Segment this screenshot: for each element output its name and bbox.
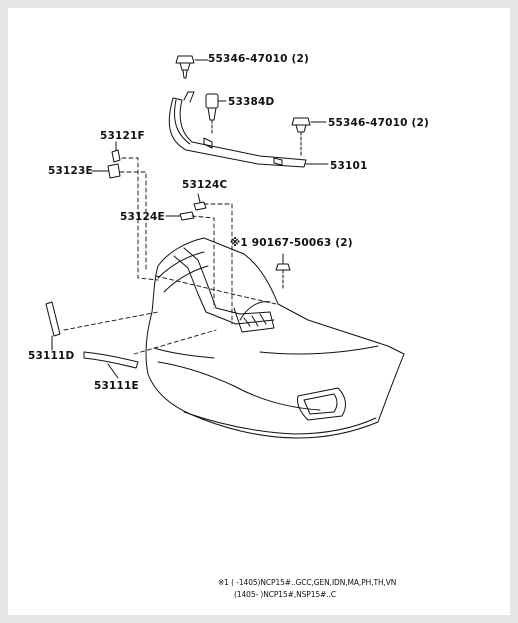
spacer-53124e [165, 211, 195, 221]
pad-53123e [91, 163, 121, 179]
dashed-leaders [63, 157, 277, 355]
label-retainer-right: 55346-47010 (2) [328, 117, 429, 129]
label-clip-53384d: 53384D [228, 96, 275, 108]
label-support-53101: 53101 [330, 160, 368, 172]
seal-53111d [45, 301, 61, 351]
screw-90167 [275, 253, 291, 291]
diagram-sheet: 55346-47010 (2) 53384D 55346-47010 (2) 5… [8, 8, 510, 615]
label-seal-53111e: 53111E [94, 380, 139, 392]
footnote-line-1: ※1 ( -1405)NCP15#..GCC,GEN,IDN,MA,PH,TH,… [218, 578, 397, 587]
upper-support-53101 [168, 91, 329, 168]
label-pad-53123e: 53123E [48, 165, 93, 177]
label-retainer-top: 55346-47010 (2) [208, 53, 309, 65]
front-bumper-cover [145, 237, 405, 439]
label-spacer-53124c: 53124C [182, 179, 228, 191]
seal-53111e [83, 351, 139, 379]
label-spacer-53124e: 53124E [120, 211, 165, 223]
footnote-line-2: (1405- )NCP15#,NSP15#..C [234, 590, 336, 599]
bracket-53121f [111, 141, 121, 163]
label-screw-90167: ※1 90167-50063 (2) [230, 237, 353, 249]
retainer-clip-top [175, 55, 209, 79]
label-bracket-53121f: 53121F [100, 130, 145, 142]
retainer-clip-right [291, 117, 327, 157]
parts-diagram [45, 55, 405, 439]
spacer-53124c [193, 193, 207, 211]
clip-53384d [205, 93, 227, 135]
label-seal-53111d: 53111D [28, 350, 75, 362]
